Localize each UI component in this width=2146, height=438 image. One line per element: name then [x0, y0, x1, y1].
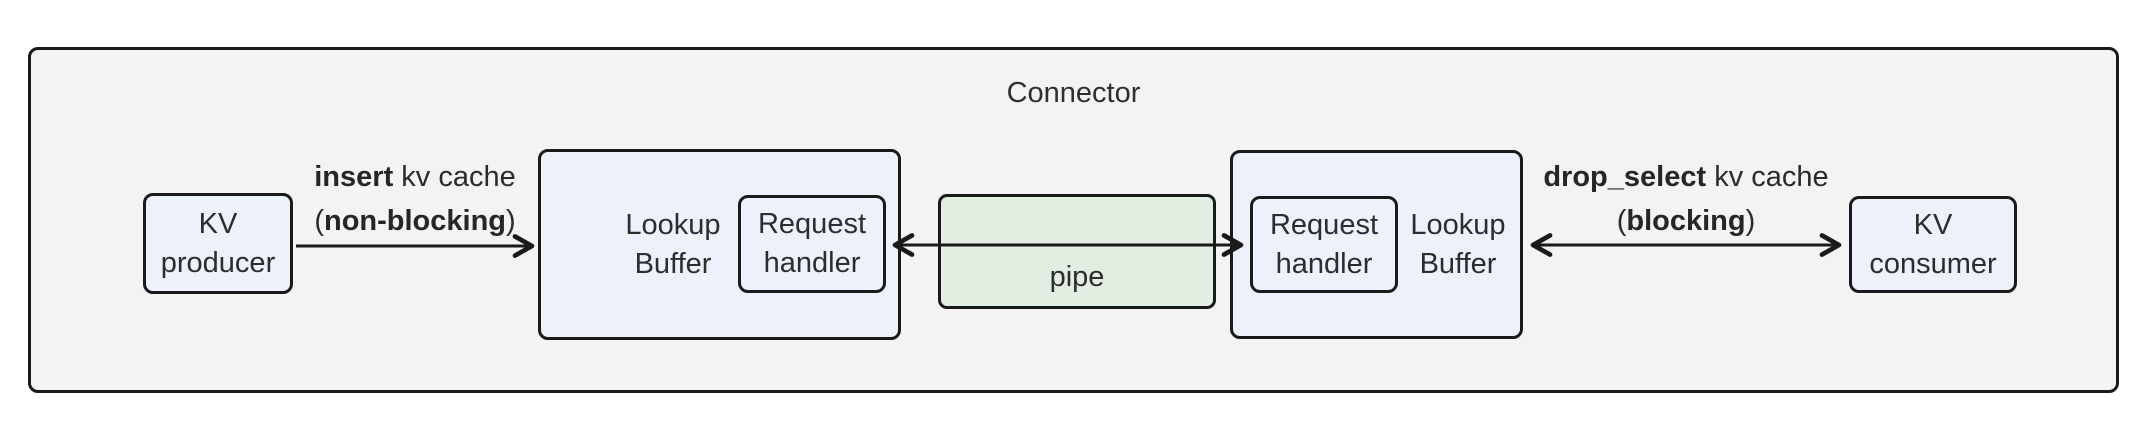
lookup-buffer-left-label: Lookup Buffer — [605, 152, 741, 337]
node-request-handler-left: Request handler — [738, 195, 886, 293]
request-handler-right-line1: Request — [1269, 208, 1378, 241]
node-lookup-buffer-right: Request handler Lookup Buffer — [1230, 150, 1523, 339]
edge-label-insert-line2: (non-blocking) — [255, 199, 575, 243]
node-kv-consumer-line2: consumer — [1869, 247, 1997, 280]
insert-mode: non-blocking — [323, 205, 507, 237]
node-kv-producer-line2: producer — [160, 246, 276, 279]
lookup-buffer-right-label: Lookup Buffer — [1397, 153, 1519, 336]
node-request-handler-right: Request handler — [1250, 196, 1398, 293]
drop-select-rest: kv cache — [1706, 161, 1829, 193]
request-handler-right-line2: handler — [1275, 247, 1373, 280]
edge-label-insert: insert kv cache (non-blocking) — [255, 155, 575, 243]
lookup-buffer-left-line1: Lookup — [625, 208, 721, 241]
edge-label-insert-line1: insert kv cache — [255, 155, 575, 199]
node-kv-consumer-line1: KV — [1913, 208, 1953, 241]
lookup-buffer-left-line2: Buffer — [634, 247, 712, 280]
edge-label-drop-line1: drop_select kv cache — [1526, 155, 1846, 199]
node-lookup-buffer-left: Lookup Buffer Request handler — [538, 149, 901, 340]
pipe-label: pipe — [1049, 261, 1105, 293]
node-kv-producer: KV producer — [143, 193, 293, 294]
drop-select-op: drop_select — [1543, 161, 1707, 193]
insert-paren-open: ( — [314, 205, 324, 237]
connector-title: Connector — [1006, 77, 1141, 109]
request-handler-left-line2: handler — [763, 247, 861, 279]
edge-label-drop-select: drop_select kv cache (blocking) — [1526, 155, 1846, 243]
lookup-buffer-right-line1: Lookup — [1410, 208, 1506, 241]
node-kv-consumer: KV consumer — [1849, 196, 2017, 293]
node-kv-producer-line1: KV — [198, 207, 238, 240]
insert-rest: kv cache — [393, 161, 516, 193]
drop-select-mode: blocking — [1626, 205, 1746, 237]
insert-op: insert — [314, 161, 394, 193]
request-handler-left-line1: Request — [757, 208, 866, 240]
node-pipe: pipe — [938, 194, 1216, 309]
edge-label-drop-line2: (blocking) — [1526, 199, 1846, 243]
drop-select-paren-close: ) — [1745, 205, 1756, 237]
lookup-buffer-right-line2: Buffer — [1419, 247, 1497, 280]
drop-select-paren-open: ( — [1616, 205, 1627, 237]
insert-paren-close: ) — [506, 205, 516, 237]
